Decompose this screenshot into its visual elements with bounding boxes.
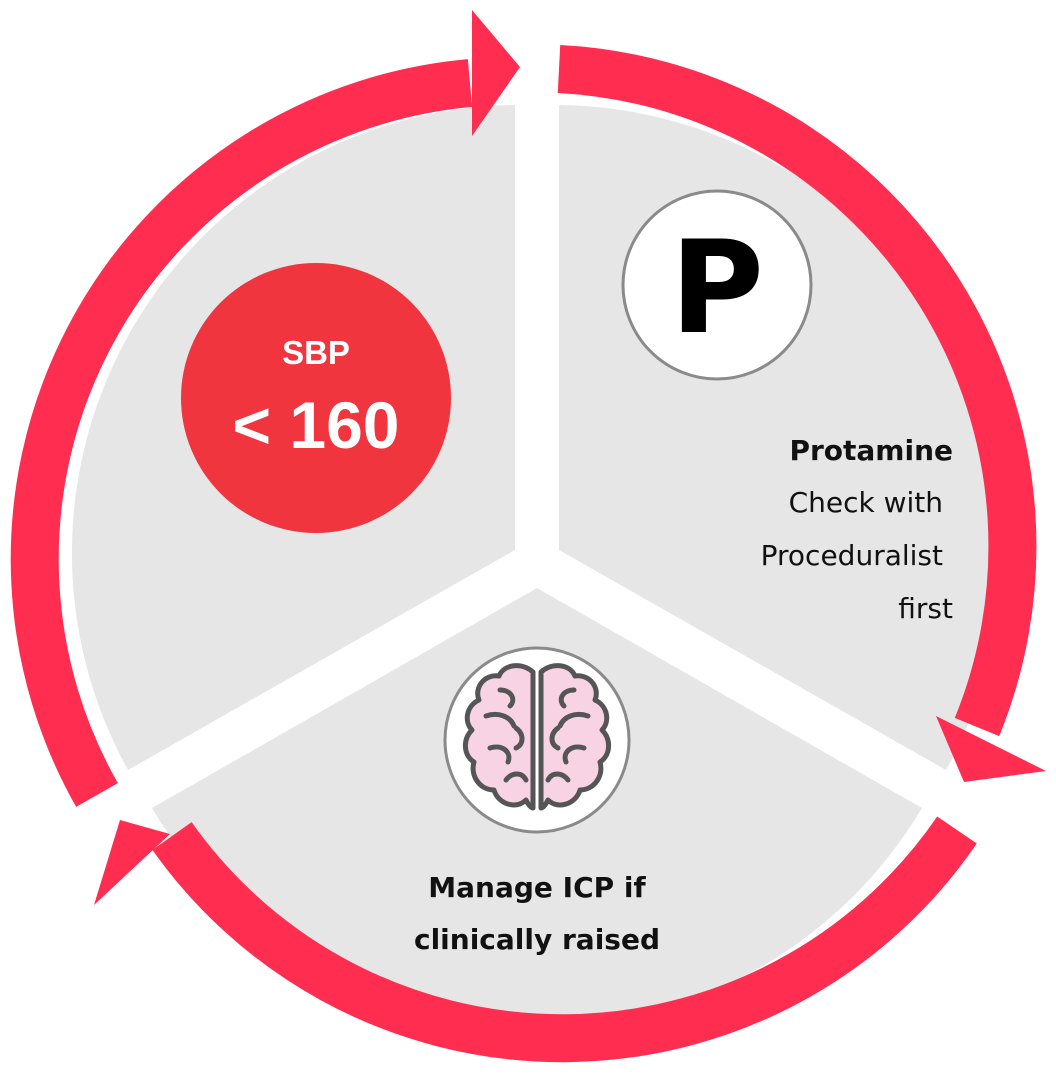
arrowhead-top xyxy=(472,10,520,136)
arrowhead-left xyxy=(94,820,170,905)
icp-line-2: clinically raised xyxy=(414,923,660,956)
protamine-line-1: Check with xyxy=(789,486,943,519)
protamine-icon-ring xyxy=(621,189,813,381)
protamine-title: Protamine xyxy=(789,434,953,467)
sbp-circle xyxy=(181,263,451,533)
sbp-badge: SBP < 160 xyxy=(181,263,451,533)
ring-arc-bottom xyxy=(152,816,977,1063)
icp-text: Manage ICP if clinically raised xyxy=(414,871,660,956)
ring-arc-right xyxy=(557,45,1037,737)
brain-folds xyxy=(483,687,591,783)
cycle-arrows xyxy=(10,10,1046,1063)
sbp-threshold: < 160 xyxy=(233,388,400,462)
protamine-line-3: first xyxy=(898,592,953,625)
arrowhead-right xyxy=(936,716,1046,782)
ring-arc-left xyxy=(10,59,473,807)
protamine-line-2: Proceduralist xyxy=(761,539,943,572)
sbp-label: SBP xyxy=(282,334,350,371)
protamine-icon: P xyxy=(621,189,813,381)
brain-icon xyxy=(443,646,631,834)
protamine-icon-letter: P xyxy=(670,214,764,363)
icp-line-1: Manage ICP if xyxy=(428,871,646,904)
protamine-text: Protamine Check with Proceduralist first xyxy=(761,434,953,625)
